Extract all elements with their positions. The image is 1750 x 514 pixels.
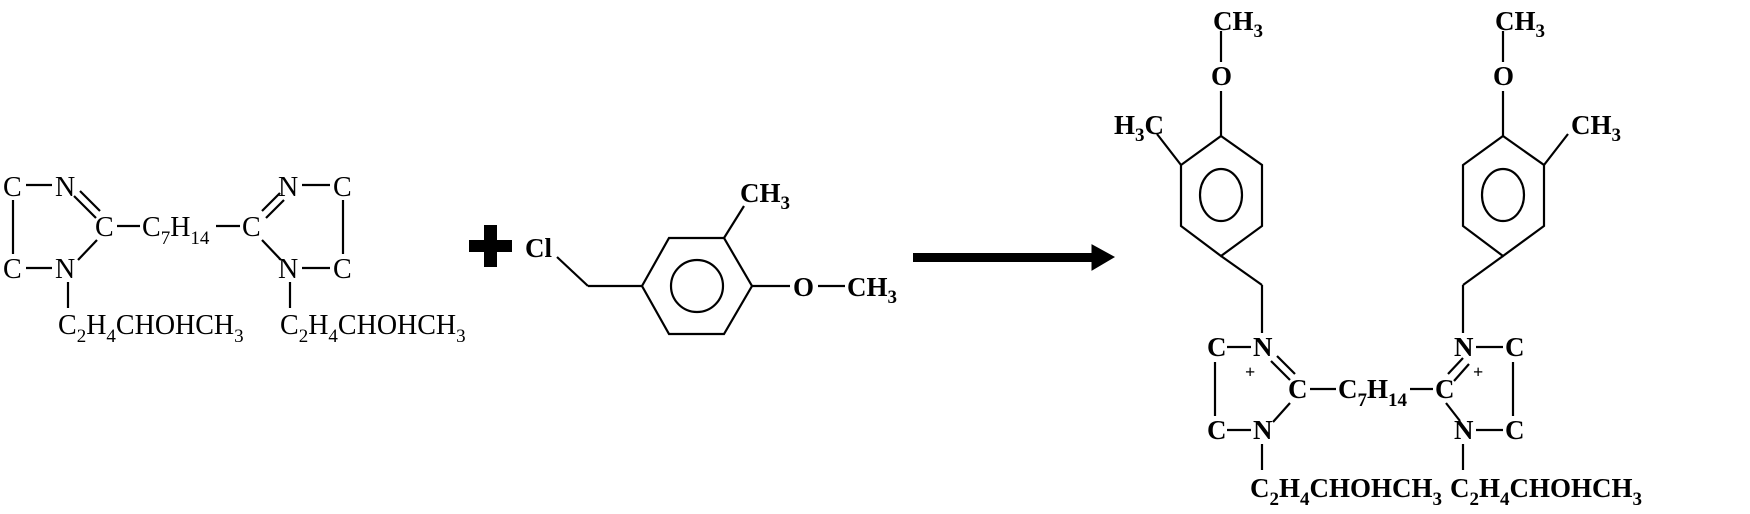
atom-n-cationic: N — [1253, 332, 1273, 362]
methoxy-methyl: CH3 — [1495, 6, 1545, 42]
atom-n: N — [1253, 415, 1273, 445]
benzene-ring — [640, 236, 754, 336]
atom-c: C — [1288, 374, 1308, 404]
atom-n: N — [278, 172, 298, 203]
substituent-hydroxybutyl: C2H4CHOHCH3 — [58, 310, 244, 347]
substituent-hydroxybutyl: C2H4CHOHCH3 — [1250, 473, 1442, 510]
atom-n: N — [278, 254, 298, 285]
benzene-ring — [1461, 134, 1546, 258]
methoxy-oxygen: O — [1211, 61, 1232, 91]
atom-cl: Cl — [525, 233, 552, 263]
methyl-group: H3C — [1114, 110, 1164, 146]
methyl-group: CH3 — [1571, 110, 1621, 146]
atom-c: C — [1207, 332, 1227, 362]
atom-c: C — [333, 172, 352, 203]
linker-c7h14: C7H14 — [1338, 374, 1408, 411]
positive-charge: + — [1245, 362, 1255, 382]
atom-c: C — [95, 212, 114, 243]
reaction-arrow-icon — [913, 244, 1116, 271]
methoxy-methyl: CH3 — [1213, 6, 1263, 42]
atom-c: C — [333, 254, 352, 285]
atom-c: C — [1505, 332, 1525, 362]
svg-text:C7H14: C7H14 — [142, 212, 210, 249]
atom-c: C — [3, 254, 22, 285]
atom-c: C — [1505, 415, 1525, 445]
methoxy-oxygen: O — [1493, 61, 1514, 91]
atom-n: N — [55, 254, 75, 285]
atom-n-cationic: N — [1454, 332, 1474, 362]
methoxy-group: O — [793, 272, 814, 302]
substituent-hydroxybutyl: C2H4CHOHCH3 — [1450, 473, 1642, 510]
methoxy-methyl: CH3 — [847, 272, 897, 308]
methyl-group: CH3 — [740, 178, 790, 214]
atom-c: C — [1207, 415, 1227, 445]
substituent-hydroxybutyl: C2H4CHOHCH3 — [280, 310, 466, 347]
linker-c7h14: C7H14 — [142, 212, 210, 249]
plus-operator-icon — [469, 225, 512, 267]
reactant-2-benzyl-chloride: Cl CH3 O CH3 — [525, 178, 897, 336]
reactant-1-bis-imidazoline: C N C N C C7H14 C N C N C C2H4CHOHCH3 — [3, 172, 466, 347]
atom-n: N — [1454, 415, 1474, 445]
atom-c: C — [3, 172, 22, 203]
svg-text:C7H14: C7H14 — [1338, 374, 1408, 411]
positive-charge: + — [1473, 362, 1483, 382]
benzene-ring — [1179, 134, 1264, 258]
atom-c: C — [1435, 374, 1455, 404]
atom-c: C — [242, 212, 261, 243]
product-bis-imidazolinium: CH3 O H3C CH3 O CH3 C N + C N C — [1114, 6, 1642, 510]
atom-n: N — [55, 172, 75, 203]
